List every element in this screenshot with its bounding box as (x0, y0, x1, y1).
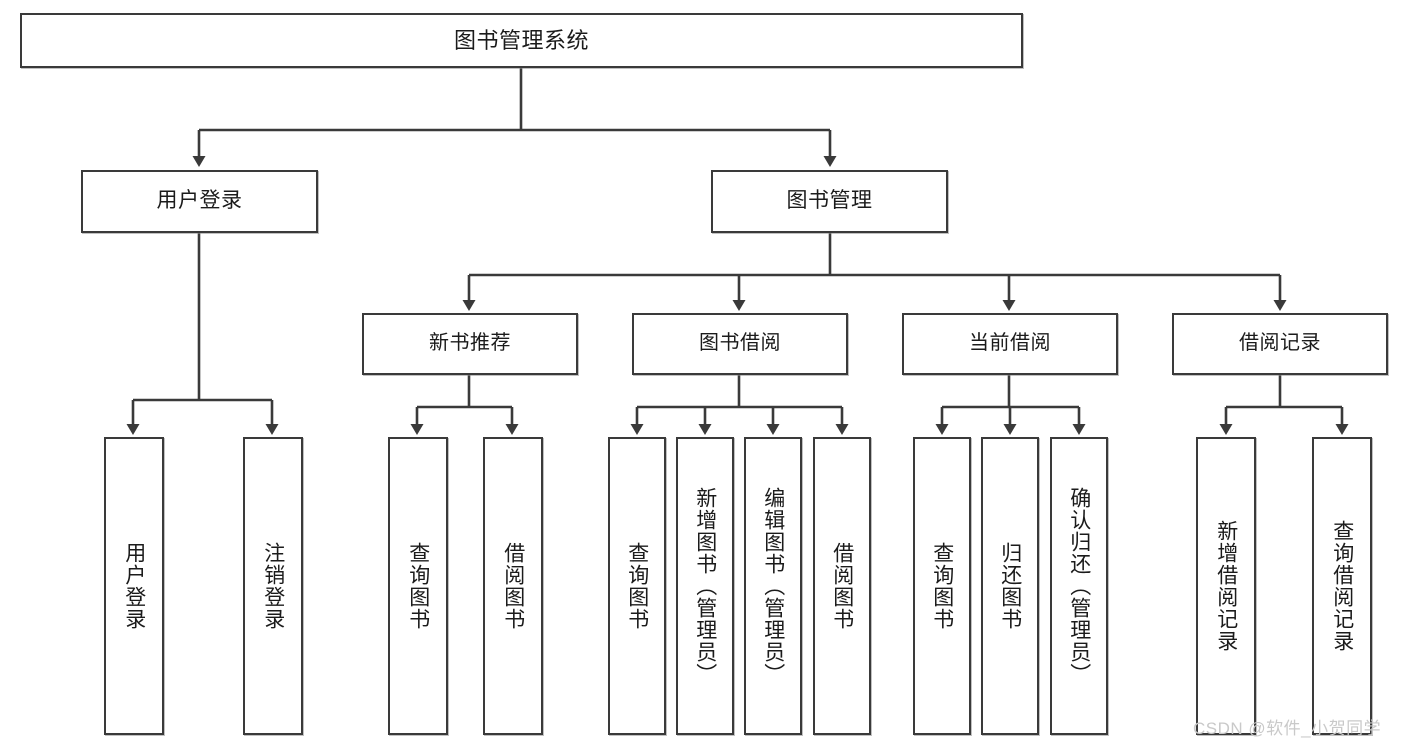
leaf-query-book-2[interactable]: 查询图书 (608, 437, 666, 735)
node-label: 新书推荐 (429, 332, 511, 355)
node-label: 图书借阅 (699, 332, 781, 355)
node-label: 新增图书（管理员） (693, 487, 717, 685)
leaf-add-borrow-record[interactable]: 新增借阅记录 (1196, 437, 1256, 735)
node-label: 当前借阅 (969, 332, 1051, 355)
leaf-user-login[interactable]: 用户登录 (104, 437, 164, 735)
node-label: 借阅图书 (501, 542, 525, 630)
node-new-book-recommendation[interactable]: 新书推荐 (362, 313, 578, 375)
node-label: 编辑图书（管理员） (761, 487, 785, 685)
leaf-return-book[interactable]: 归还图书 (981, 437, 1039, 735)
node-label: 用户登录 (122, 542, 146, 630)
leaf-confirm-return-admin[interactable]: 确认归还（管理员） (1050, 437, 1108, 735)
node-label: 查询图书 (930, 542, 954, 630)
node-label: 图书管理系统 (453, 27, 589, 53)
node-label: 用户登录 (156, 189, 243, 213)
leaf-borrow-book-2[interactable]: 借阅图书 (813, 437, 871, 735)
node-book-management[interactable]: 图书管理 (711, 170, 948, 233)
node-borrowing-record[interactable]: 借阅记录 (1172, 313, 1388, 375)
leaf-add-book-admin[interactable]: 新增图书（管理员） (676, 437, 734, 735)
node-label: 借阅图书 (830, 542, 854, 630)
node-book-management-system[interactable]: 图书管理系统 (20, 13, 1023, 68)
node-book-borrowing[interactable]: 图书借阅 (632, 313, 848, 375)
node-current-borrowing[interactable]: 当前借阅 (902, 313, 1118, 375)
node-user-login[interactable]: 用户登录 (81, 170, 318, 233)
node-label: 新增借阅记录 (1214, 520, 1238, 652)
csdn-watermark: CSDN @软件_小贺同学 (1193, 719, 1382, 738)
node-label: 借阅记录 (1239, 332, 1321, 355)
node-label: 查询图书 (625, 542, 649, 630)
leaf-borrow-book-1[interactable]: 借阅图书 (483, 437, 543, 735)
leaf-edit-book-admin[interactable]: 编辑图书（管理员） (744, 437, 802, 735)
node-label: 归还图书 (998, 542, 1022, 630)
node-label: 查询借阅记录 (1330, 520, 1354, 652)
leaf-query-book-3[interactable]: 查询图书 (913, 437, 971, 735)
leaf-query-book-1[interactable]: 查询图书 (388, 437, 448, 735)
leaf-logout[interactable]: 注销登录 (243, 437, 303, 735)
node-label: 查询图书 (406, 542, 430, 630)
leaf-query-borrow-record[interactable]: 查询借阅记录 (1312, 437, 1372, 735)
node-label: 图书管理 (786, 189, 873, 213)
node-label: 注销登录 (261, 542, 285, 630)
node-label: 确认归还（管理员） (1067, 487, 1091, 685)
